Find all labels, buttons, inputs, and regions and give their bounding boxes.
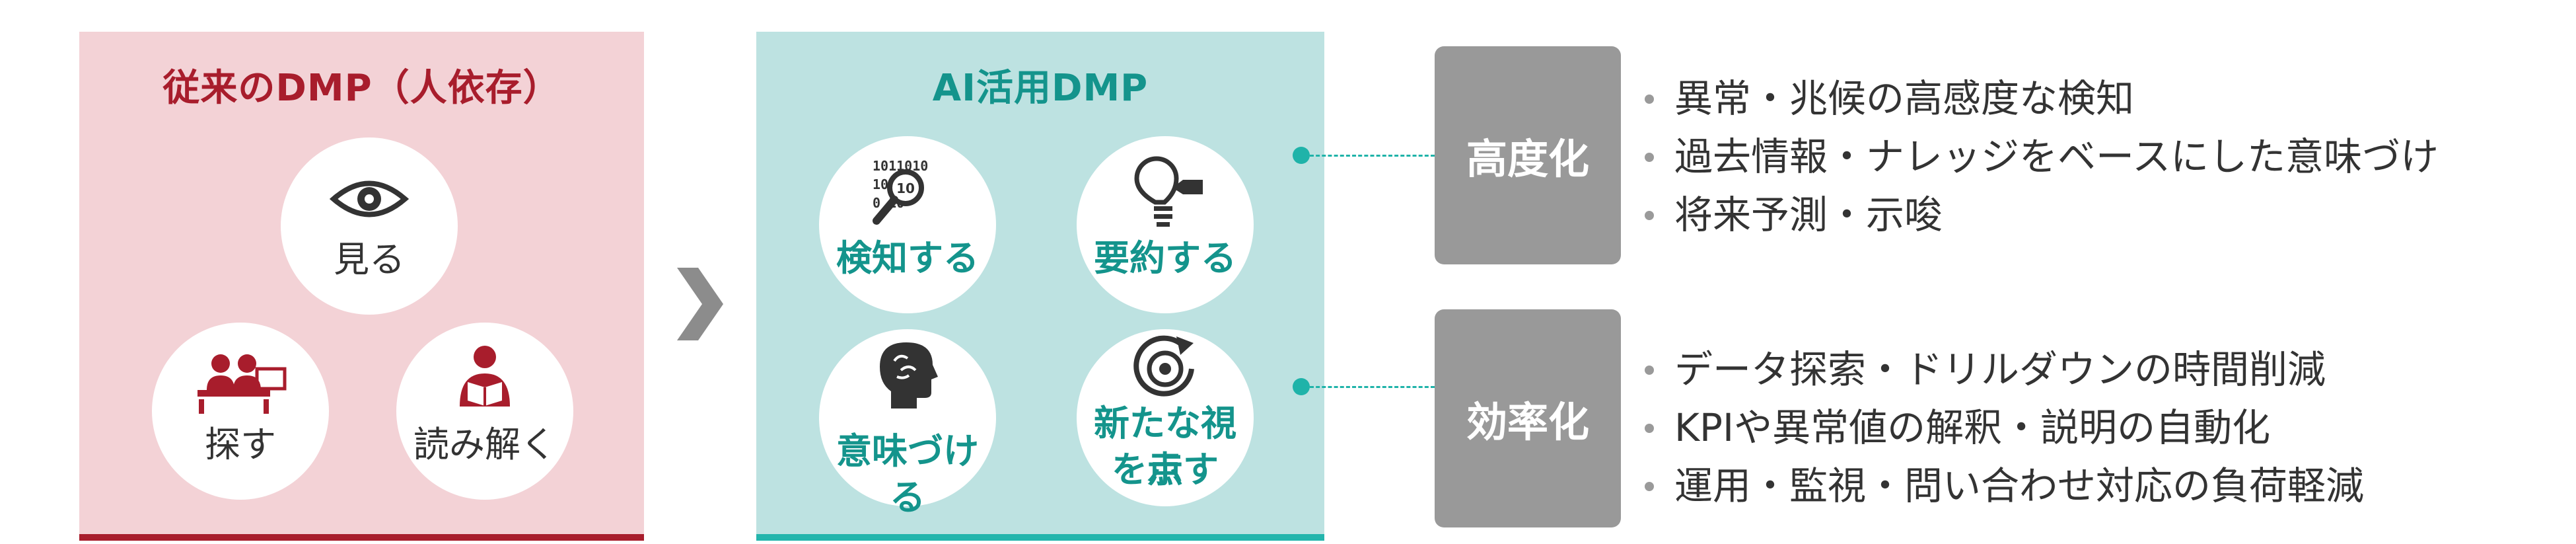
meaning-node: 意味づける	[819, 329, 996, 518]
new-perspective-label-line2: を示す	[1112, 449, 1219, 490]
search-node: 探す	[152, 323, 329, 500]
detect-node: 1011010 10 0 0 10 10 検知する	[819, 136, 996, 313]
traditional-dmp-title: 従来のDMP（人依存）	[162, 67, 561, 110]
ai-dmp-panel: AI活用DMP 1011010 10 0 0 10 10 検知する 要約する 意…	[756, 32, 1324, 541]
category-advanced-label: 高度化	[1466, 135, 1589, 183]
connector-dot-advanced	[1293, 147, 1310, 164]
summarize-node: 要約する	[1077, 136, 1254, 313]
new-perspective-label-line1: 新たな視点	[1094, 403, 1236, 490]
person-reading-icon	[460, 346, 510, 407]
magnifier-binary-icon: 1011010 10 0 0 10 10	[873, 158, 928, 225]
people-at-desk-icon	[197, 354, 287, 414]
category-advanced-box: 高度化	[1435, 46, 1621, 264]
connector-line-advanced	[1310, 155, 1435, 157]
meaning-label: 意味づける	[836, 430, 979, 518]
category-efficiency-label: 効率化	[1466, 398, 1589, 446]
bullet-item: データ探索・ドリルダウンの時間削減	[1638, 340, 2364, 399]
traditional-dmp-panel: 従来のDMP（人依存） 見る 探す 読み解く	[79, 32, 644, 541]
summarize-label: 要約する	[1094, 237, 1236, 279]
ai-dmp-title: AI活用DMP	[932, 67, 1149, 110]
interpret-node: 読み解く	[396, 323, 573, 500]
target-refresh-icon	[1133, 335, 1194, 397]
efficiency-bullet-list: データ探索・ドリルダウンの時間削減 KPIや異常値の解釈・説明の自動化 運用・監…	[1638, 340, 2364, 515]
eye-icon	[330, 180, 409, 217]
see-label: 見る	[334, 239, 405, 280]
bullet-item: 過去情報・ナレッジをベースにした意味づけ	[1638, 128, 2439, 186]
svg-text:10: 10	[896, 180, 915, 196]
new-perspective-node: 新たな視点 を示す	[1077, 329, 1254, 506]
connector-dot-efficiency	[1293, 378, 1310, 395]
see-node: 見る	[281, 137, 458, 315]
bullet-item: 異常・兆候の高感度な検知	[1638, 69, 2439, 128]
connector-line-efficiency	[1310, 386, 1435, 388]
bullet-item: 運用・監視・問い合わせ対応の負荷軽減	[1638, 457, 2364, 515]
bullet-item: 将来予測・示唆	[1638, 186, 2439, 244]
advanced-bullet-list: 異常・兆候の高感度な検知 過去情報・ナレッジをベースにした意味づけ 将来予測・示…	[1638, 69, 2439, 244]
bullet-item: KPIや異常値の解釈・説明の自動化	[1638, 399, 2364, 457]
search-label: 探す	[205, 424, 276, 465]
lightbulb-icon	[1134, 156, 1203, 227]
interpret-label: 読み解く	[413, 424, 556, 465]
detect-label: 検知する	[836, 237, 979, 279]
category-efficiency-box: 効率化	[1435, 309, 1621, 527]
brain-head-icon	[880, 342, 938, 408]
chevron-right-icon	[677, 268, 723, 340]
